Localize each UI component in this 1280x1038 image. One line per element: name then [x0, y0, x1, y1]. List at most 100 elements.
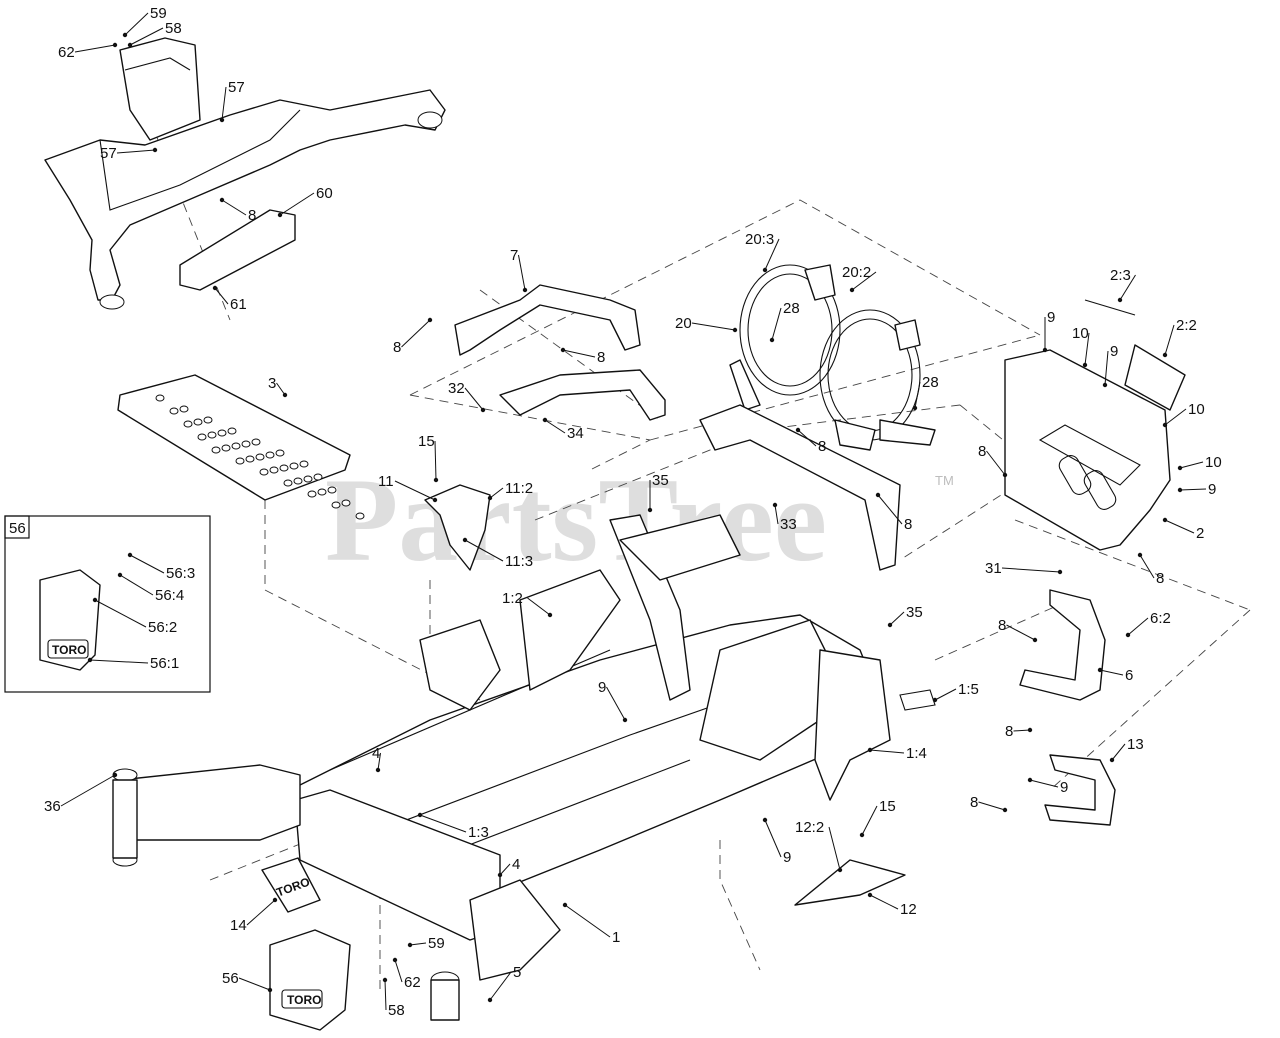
callout-leader-dot	[407, 942, 413, 948]
callout-label: 14	[230, 917, 247, 934]
callout-leader-dot	[1042, 347, 1048, 353]
callout-leader-line	[394, 480, 436, 501]
watermark-tm: TM	[935, 473, 954, 488]
callout-leader-dot	[522, 287, 528, 293]
callout-label: 12	[900, 901, 917, 918]
callout-label: 28	[922, 374, 939, 391]
callout-label: 13	[1127, 736, 1144, 753]
callout-leader-line	[401, 319, 431, 348]
callout-label: 62	[58, 44, 75, 61]
floor-plate-hole	[207, 431, 217, 439]
callout-leader-dot	[912, 405, 918, 411]
callout-leader-dot	[547, 612, 553, 618]
callout-leaders	[60, 12, 1207, 1011]
callout-leader-dot	[375, 767, 381, 773]
floor-plate-hole	[197, 433, 207, 441]
callout-leader-dot	[122, 32, 128, 38]
tank-bracket-33	[699, 404, 901, 571]
callout-label: 2:2	[1176, 317, 1197, 334]
plate-11	[424, 484, 491, 571]
floor-plate-hole	[251, 438, 261, 446]
callout-leader-line	[986, 450, 1006, 476]
callout-leader-dot	[1027, 777, 1033, 783]
callout-leader-dot	[282, 392, 288, 398]
floor-plate-hole	[283, 479, 293, 487]
callout-leader-dot	[219, 197, 225, 203]
callout-leader-line	[419, 814, 467, 833]
callout-leader-dot	[849, 287, 855, 293]
callout-leader-line	[828, 826, 841, 871]
callout-leader-dot	[1002, 472, 1008, 478]
callout-label: 8	[998, 617, 1006, 634]
floor-plate-hole	[279, 464, 289, 472]
main-frame	[112, 514, 936, 1021]
callout-leader-dot	[117, 572, 123, 578]
floor-plate-hole	[259, 468, 269, 476]
floor-plate-hole	[331, 501, 341, 509]
panel-2-2	[1124, 344, 1186, 411]
floor-plate-hole	[317, 488, 327, 496]
tank-straps	[699, 264, 936, 571]
callout-label: 59	[150, 5, 167, 22]
callout-label: 15	[418, 433, 435, 450]
callout-label: 11:2	[505, 480, 533, 497]
callout-leader-dot	[462, 537, 468, 543]
callout-leader-line	[74, 44, 116, 53]
floor-plate-hole	[341, 499, 351, 507]
callout-leader-dot	[1117, 297, 1123, 303]
callout-label: 60	[316, 185, 333, 202]
callout-leader-dot	[560, 347, 566, 353]
callout-leader-line	[464, 387, 484, 411]
callout-leader-line	[564, 904, 611, 938]
callout-label: 36	[44, 798, 61, 815]
floor-plate-hole	[179, 405, 189, 413]
callout-leader-line	[221, 86, 227, 121]
callout-leader-dot	[219, 117, 225, 123]
callout-label: 4	[372, 745, 380, 762]
callout-leader-dot	[392, 957, 398, 963]
weight-56-logo-text: TORO	[287, 993, 321, 1007]
callout-leader-line	[851, 271, 877, 291]
callout-label: 9	[598, 679, 606, 696]
callout-leader-line	[499, 863, 511, 876]
watermark-text: PartsTree	[325, 453, 827, 586]
logo-plate-14: TORO	[261, 857, 321, 913]
callout-leader-dot	[112, 772, 118, 778]
inset-56: 56 TORO	[4, 515, 211, 693]
callout-label: 56:3	[166, 565, 195, 582]
callout-leader-dot	[1097, 667, 1103, 673]
floor-plate-hole	[231, 442, 241, 450]
callout-leader-line	[1001, 567, 1061, 573]
callout-leader-dot	[1162, 352, 1168, 358]
callout-leader-line	[94, 599, 147, 628]
callout-leader-dot	[1109, 757, 1115, 763]
callout-leader-dot	[267, 987, 273, 993]
callout-leader-line	[1111, 743, 1126, 761]
floor-plate-hole	[193, 418, 203, 426]
callout-leader-line	[116, 149, 156, 154]
callout-label: 1	[612, 929, 620, 946]
callout-leader-line	[377, 752, 381, 771]
floor-plate-hole	[313, 473, 323, 481]
callout-leader-dot	[542, 417, 548, 423]
bracket-34	[499, 369, 666, 421]
callout-label: 57	[100, 145, 117, 162]
callout-leader-dot	[859, 832, 865, 838]
callout-leader-line	[1029, 779, 1059, 788]
floor-plate-hole	[169, 407, 179, 415]
callout-leader-line	[1164, 519, 1195, 534]
callout-leader-dot	[417, 812, 423, 818]
floor-plate-hole	[265, 451, 275, 459]
callout-label: 1:5	[958, 681, 979, 698]
callout-leader-line	[434, 440, 437, 481]
callout-leader-line	[409, 942, 427, 946]
callout-leader-dot	[647, 507, 653, 513]
callout-leader-dot	[762, 267, 768, 273]
floor-plate-hole	[307, 490, 317, 498]
callout-leader-dot	[887, 622, 893, 628]
callout-leader-line	[544, 419, 566, 434]
callout-label: 3	[268, 375, 276, 392]
callout-leader-line	[914, 381, 921, 409]
callout-label: 58	[388, 1002, 405, 1019]
callout-leader-line	[1119, 274, 1136, 301]
